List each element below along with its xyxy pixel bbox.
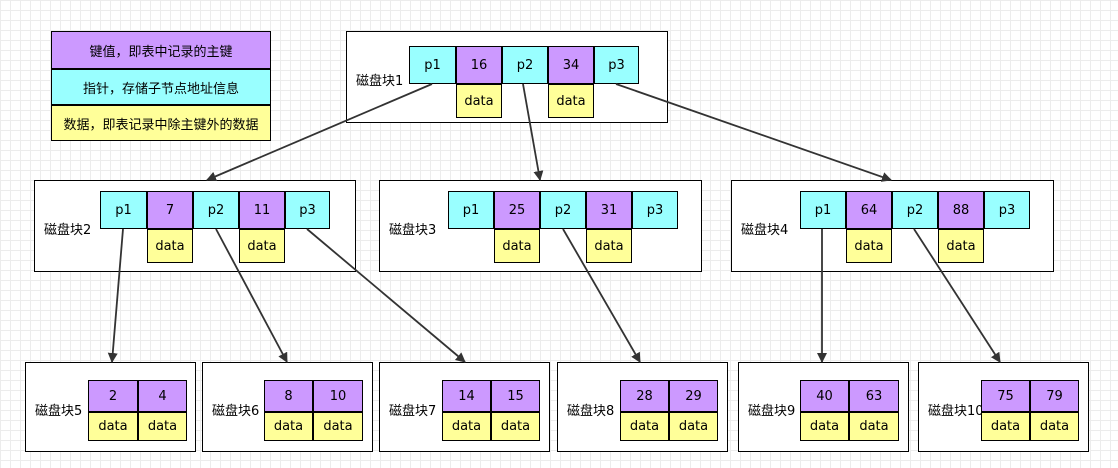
pointer-cell: p1 (448, 191, 494, 229)
data-cell: data (938, 229, 984, 263)
legend-pointer-text: 指针，存储子节点地址信息 (82, 81, 239, 97)
pointer-cell: p2 (193, 191, 239, 229)
key-cell: 64 (846, 191, 892, 229)
data-cell: data (620, 412, 669, 441)
block-label: 磁盘块10 (928, 404, 984, 419)
block-label: 磁盘块9 (748, 404, 796, 419)
block-label: 磁盘块2 (44, 223, 92, 238)
pointer-cell: p3 (594, 46, 639, 84)
pointer-cell: p3 (632, 191, 678, 229)
data-cell: data (264, 412, 313, 441)
key-cell: 40 (800, 380, 849, 412)
legend-pointer: 指针，存储子节点地址信息 (51, 69, 271, 105)
pointer-cell: p1 (100, 191, 147, 229)
block-label: 磁盘块8 (567, 404, 615, 419)
pointer-cell: p3 (984, 191, 1030, 229)
block-label: 磁盘块3 (389, 223, 437, 238)
block-label: 磁盘块4 (741, 223, 789, 238)
key-cell: 25 (494, 191, 540, 229)
pointer-cell: p1 (800, 191, 846, 229)
key-cell: 28 (620, 380, 669, 412)
key-cell: 10 (313, 380, 363, 412)
pointer-cell: p2 (502, 46, 548, 84)
data-cell: data (88, 412, 138, 441)
key-cell: 31 (586, 191, 632, 229)
data-cell: data (981, 412, 1030, 441)
key-cell: 29 (669, 380, 718, 412)
pointer-cell: p2 (540, 191, 586, 229)
key-cell: 4 (138, 380, 187, 412)
key-cell: 75 (981, 380, 1030, 412)
key-cell: 79 (1030, 380, 1079, 412)
key-cell: 34 (548, 46, 594, 84)
data-cell: data (548, 84, 594, 118)
legend-key-text: 键值，即表中记录的主键 (89, 44, 233, 60)
data-cell: data (1030, 412, 1079, 441)
key-cell: 2 (88, 380, 138, 412)
data-cell: data (491, 412, 540, 441)
legend-data: 数据，即表记录中除主键外的数据 (51, 105, 271, 141)
data-cell: data (494, 229, 540, 263)
key-cell: 7 (147, 191, 193, 229)
pointer-cell: p3 (285, 191, 330, 229)
data-cell: data (147, 229, 193, 263)
block-label: 磁盘块7 (389, 404, 437, 419)
key-cell: 14 (442, 380, 491, 412)
data-cell: data (239, 229, 285, 263)
data-cell: data (846, 229, 892, 263)
key-cell: 88 (938, 191, 984, 229)
block-label: 磁盘块5 (35, 404, 83, 419)
legend-key: 键值，即表中记录的主键 (51, 31, 271, 69)
data-cell: data (800, 412, 849, 441)
key-cell: 15 (491, 380, 540, 412)
key-cell: 11 (239, 191, 285, 229)
data-cell: data (849, 412, 899, 441)
data-cell: data (669, 412, 718, 441)
data-cell: data (313, 412, 363, 441)
key-cell: 63 (849, 380, 899, 412)
block-label: 磁盘块1 (356, 74, 404, 89)
block-label: 磁盘块6 (212, 404, 260, 419)
key-cell: 16 (456, 46, 502, 84)
data-cell: data (586, 229, 632, 263)
data-cell: data (138, 412, 187, 441)
pointer-cell: p1 (409, 46, 456, 84)
pointer-cell: p2 (892, 191, 938, 229)
key-cell: 8 (264, 380, 313, 412)
data-cell: data (442, 412, 491, 441)
legend-data-text: 数据，即表记录中除主键外的数据 (63, 117, 259, 133)
data-cell: data (456, 84, 502, 118)
